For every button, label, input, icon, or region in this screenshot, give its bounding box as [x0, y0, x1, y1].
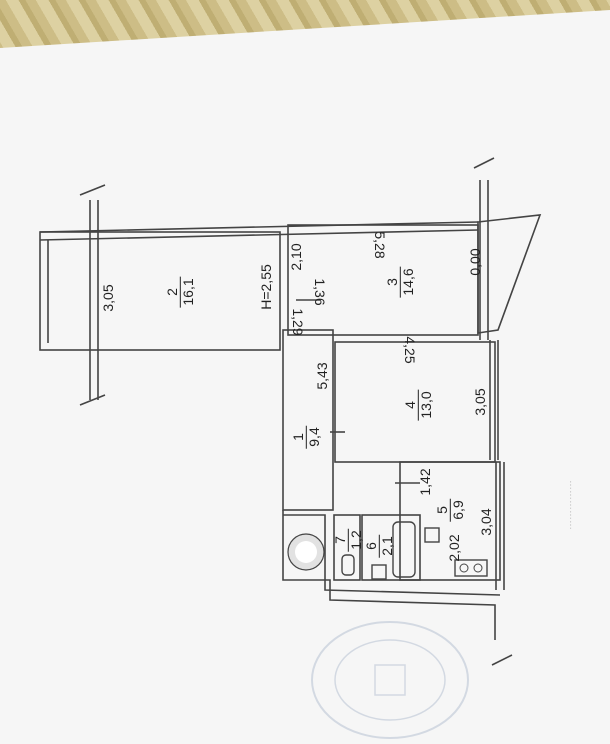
room-1-outline	[282, 329, 334, 511]
room-5-label: 5 6,9	[433, 498, 466, 522]
room-3-label: 3 14,6	[383, 266, 416, 298]
dim-corridor-width: 1,29	[290, 308, 306, 336]
kitchen-sink	[424, 527, 440, 543]
bathtub	[392, 521, 416, 578]
dim-room4-length: 4,25	[402, 336, 418, 364]
dim-corridor-top: 1,36	[312, 278, 328, 306]
dim-room3-depth: 2,10	[288, 243, 304, 271]
room-7-label: 7 1,2	[331, 528, 364, 552]
stove	[454, 559, 488, 577]
room-2-outline	[39, 231, 281, 351]
room-1-label: 1 9,4	[289, 425, 322, 449]
room-5-outline	[399, 461, 501, 581]
sink	[371, 564, 387, 580]
dim-room2-width: 3,05	[100, 284, 116, 312]
room-6-outline	[361, 514, 421, 581]
room-6-label: 6 2,1	[362, 534, 395, 558]
exterior-wall-top	[39, 221, 479, 233]
toilet	[341, 554, 355, 576]
faint-side-text: ……………	[567, 480, 578, 530]
faint-round-stamp	[311, 621, 469, 739]
dim-ceiling-height: H=2,55	[258, 264, 274, 310]
room-2-label: 2 16,1	[163, 276, 196, 308]
dim-kitchen-width: 3,04	[478, 508, 494, 536]
dim-room4-width: 3,05	[472, 388, 488, 416]
dim-room3-length: 5,28	[372, 231, 388, 259]
balcony-outline	[477, 214, 542, 334]
dim-corridor-length: 5,43	[314, 362, 330, 390]
dim-kitchen-depth: 1,42	[417, 468, 433, 496]
dim-balcony-width: 0,00	[467, 248, 483, 276]
room-7-outline	[333, 514, 361, 581]
dim-kitchen-length: 2,02	[446, 534, 462, 562]
room-4-label: 4 13,0	[401, 389, 434, 421]
